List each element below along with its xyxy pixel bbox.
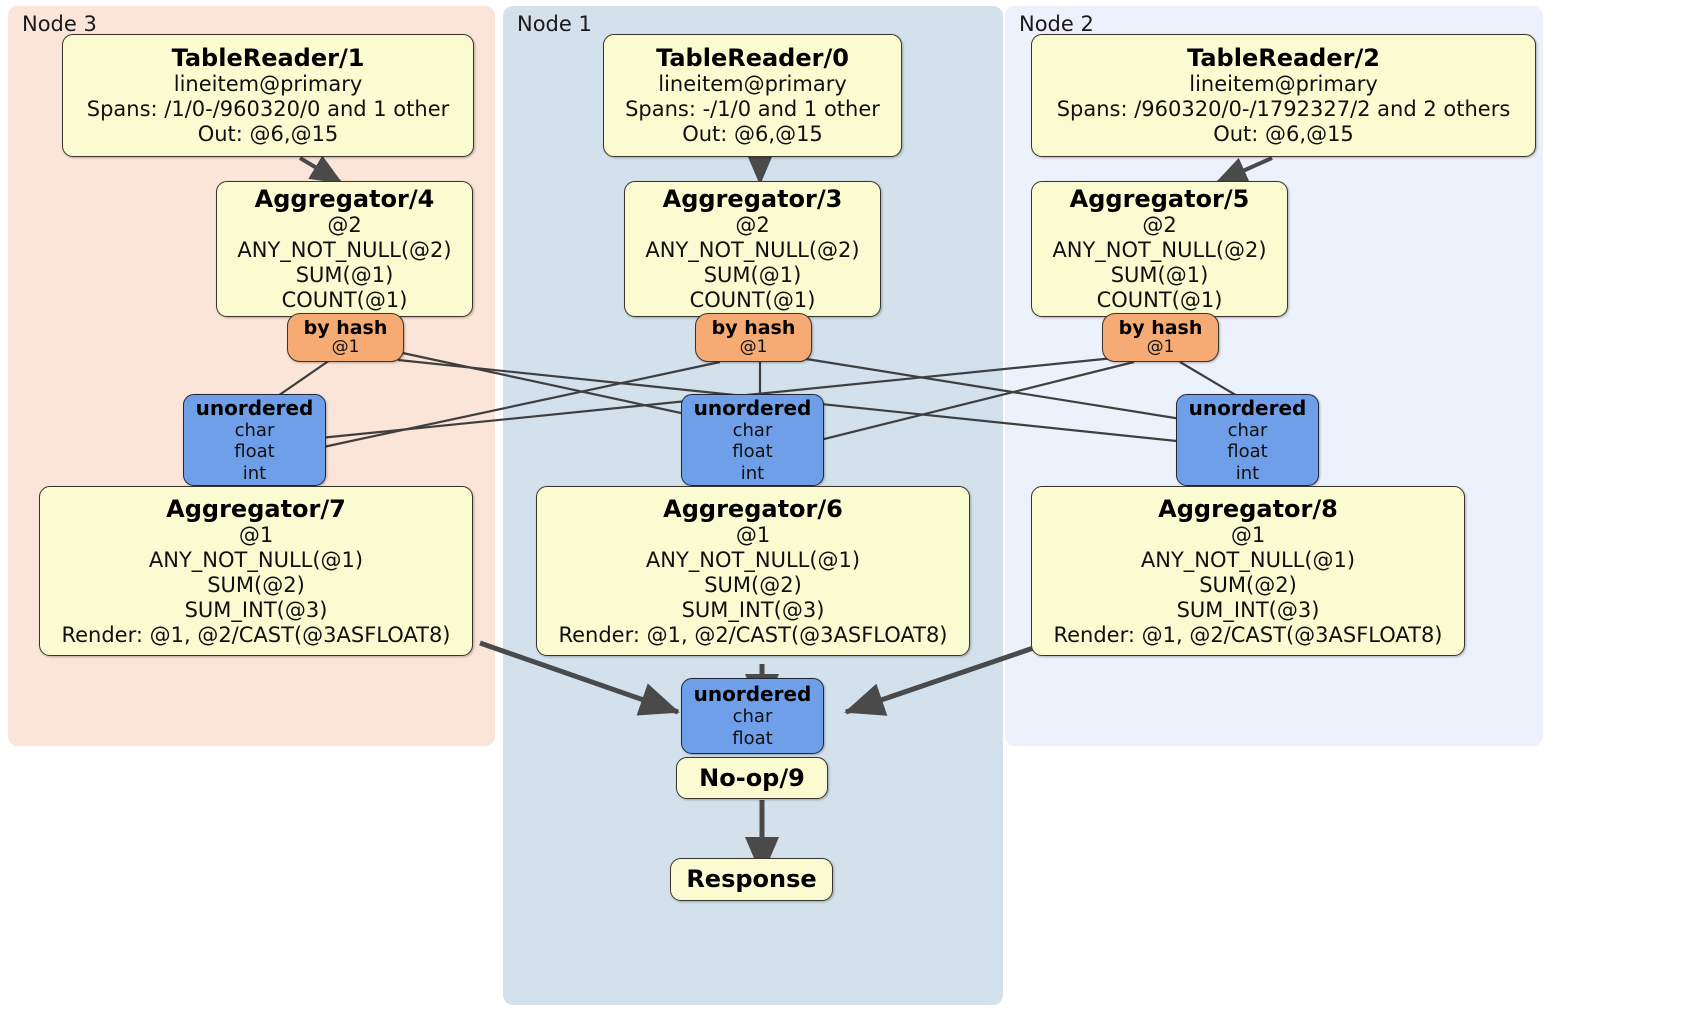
box-line: @1 [238, 522, 274, 547]
box-line: Spans: -/1/0 and 1 other [625, 97, 880, 122]
processor-tablereader-1[interactable]: TableReader/1 lineitem@primary Spans: /1… [62, 34, 474, 157]
box-title: Aggregator/4 [254, 184, 435, 213]
box-line: @1 [1230, 522, 1266, 547]
box-title: TableReader/2 [1187, 43, 1380, 72]
processor-aggregator-8[interactable]: Aggregator/8 @1 ANY_NOT_NULL(@1) SUM(@2)… [1031, 486, 1465, 656]
box-line: ANY_NOT_NULL(@1) [148, 547, 364, 572]
box-line: SUM_INT(@3) [681, 597, 825, 622]
receiver-unordered-final[interactable]: unordered char float [681, 678, 824, 754]
box-line: SUM(@2) [1199, 572, 1297, 597]
processor-tablereader-0[interactable]: TableReader/0 lineitem@primary Spans: -/… [603, 34, 902, 157]
box-line: float [234, 441, 275, 463]
router-by-hash-center[interactable]: by hash @1 [695, 313, 812, 362]
receiver-unordered-left[interactable]: unordered char float int [183, 394, 326, 486]
box-title: No-op/9 [699, 763, 805, 792]
processor-aggregator-6[interactable]: Aggregator/6 @1 ANY_NOT_NULL(@1) SUM(@2)… [536, 486, 970, 656]
box-line: Out: @6,@15 [682, 122, 823, 147]
box-line: int [1235, 462, 1260, 484]
box-line: ANY_NOT_NULL(@2) [645, 238, 860, 263]
processor-aggregator-4[interactable]: Aggregator/4 @2 ANY_NOT_NULL(@2) SUM(@1)… [216, 181, 473, 317]
box-line: SUM(@2) [207, 572, 305, 597]
box-line: Spans: /960320/0-/1792327/2 and 2 others [1056, 97, 1511, 122]
box-line: @1 [331, 337, 360, 358]
processor-aggregator-5[interactable]: Aggregator/5 @2 ANY_NOT_NULL(@2) SUM(@1)… [1031, 181, 1288, 317]
node-panel-label-node1: Node 1 [517, 12, 592, 36]
box-line: @1 [739, 337, 768, 358]
box-line: lineitem@primary [1189, 72, 1378, 97]
box-line: SUM(@2) [704, 572, 802, 597]
box-line: float [1227, 441, 1268, 463]
node-panel-label-node3: Node 3 [22, 12, 97, 36]
box-line: COUNT(@1) [281, 288, 408, 313]
box-title: Aggregator/7 [166, 494, 346, 523]
processor-aggregator-3[interactable]: Aggregator/3 @2 ANY_NOT_NULL(@2) SUM(@1)… [624, 181, 881, 317]
box-title: Aggregator/8 [1158, 494, 1338, 523]
box-title: by hash [711, 316, 796, 339]
box-title: by hash [303, 316, 388, 339]
box-line: @1 [735, 522, 771, 547]
box-title: unordered [693, 395, 812, 420]
box-line: Out: @6,@15 [197, 122, 339, 147]
router-by-hash-right[interactable]: by hash @1 [1102, 313, 1219, 362]
box-line: Render: @1, @2/CAST(@3ASFLOAT8) [558, 622, 948, 647]
box-title: unordered [1188, 395, 1307, 420]
box-title: TableReader/0 [656, 43, 849, 72]
box-title: Aggregator/5 [1069, 184, 1250, 213]
box-line: char [732, 706, 773, 728]
box-line: ANY_NOT_NULL(@1) [645, 547, 861, 572]
box-line: SUM_INT(@3) [1176, 597, 1320, 622]
box-line: float [732, 728, 773, 749]
box-line: @2 [1142, 213, 1177, 238]
box-line: ANY_NOT_NULL(@1) [1140, 547, 1356, 572]
node-panel-label-node2: Node 2 [1019, 12, 1094, 36]
box-line: COUNT(@1) [1096, 288, 1223, 313]
receiver-unordered-right[interactable]: unordered char float int [1176, 394, 1319, 486]
box-title: by hash [1118, 316, 1203, 339]
box-line: lineitem@primary [658, 72, 847, 97]
box-line: SUM(@1) [703, 263, 802, 288]
box-line: ANY_NOT_NULL(@2) [1052, 238, 1267, 263]
box-line: Render: @1, @2/CAST(@3ASFLOAT8) [1053, 622, 1443, 647]
box-line: char [1227, 419, 1268, 441]
box-line: lineitem@primary [173, 72, 363, 97]
box-line: @1 [1146, 337, 1175, 358]
box-line: SUM_INT(@3) [184, 597, 328, 622]
receiver-unordered-center[interactable]: unordered char float int [681, 394, 824, 486]
box-line: COUNT(@1) [689, 288, 816, 313]
box-line: ANY_NOT_NULL(@2) [237, 238, 452, 263]
box-line: SUM(@1) [1110, 263, 1209, 288]
box-title: TableReader/1 [171, 43, 365, 72]
box-line: float [732, 441, 773, 463]
box-line: int [740, 462, 765, 484]
box-line: char [732, 419, 773, 441]
box-title: Response [686, 865, 817, 894]
processor-response[interactable]: Response [670, 858, 833, 901]
processor-aggregator-7[interactable]: Aggregator/7 @1 ANY_NOT_NULL(@1) SUM(@2)… [39, 486, 473, 656]
router-by-hash-left[interactable]: by hash @1 [287, 313, 404, 362]
box-line: @2 [735, 213, 770, 238]
box-line: @2 [327, 213, 362, 238]
processor-tablereader-2[interactable]: TableReader/2 lineitem@primary Spans: /9… [1031, 34, 1536, 157]
box-line: int [242, 462, 267, 484]
box-line: Spans: /1/0-/960320/0 and 1 other [86, 97, 450, 122]
box-title: Aggregator/3 [662, 184, 843, 213]
box-title: unordered [195, 395, 314, 420]
box-line: char [234, 419, 275, 441]
box-line: Out: @6,@15 [1213, 122, 1354, 147]
box-title: Aggregator/6 [663, 494, 843, 523]
box-line: Render: @1, @2/CAST(@3ASFLOAT8) [61, 622, 451, 647]
box-line: SUM(@1) [295, 263, 394, 288]
processor-no-op-9[interactable]: No-op/9 [676, 757, 828, 799]
box-title: unordered [693, 682, 812, 707]
